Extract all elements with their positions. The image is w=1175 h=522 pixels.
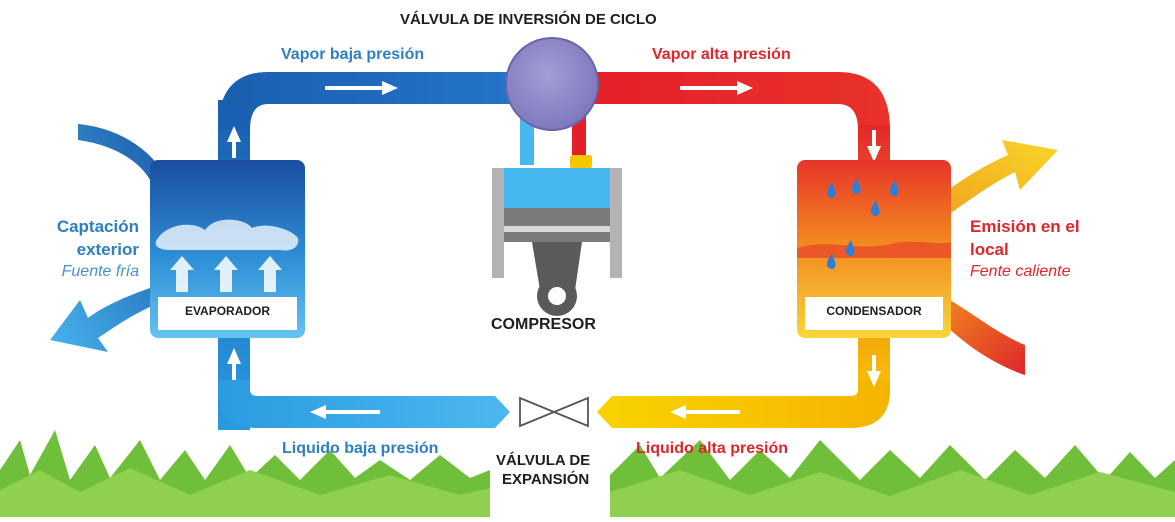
evaporator-label: EVAPORADOR xyxy=(184,304,271,318)
outdoor-intake-arrow xyxy=(50,124,165,352)
high-pressure-liquid-label: Liquido alta presión xyxy=(636,440,789,457)
condenser-unit xyxy=(797,160,951,338)
condenser-label: CONDENSADOR xyxy=(826,304,922,318)
local-emission-line2: local xyxy=(970,240,1009,259)
diagram-title: VÁLVULA DE INVERSIÓN DE CICLO xyxy=(400,11,657,28)
heat-return-arrow xyxy=(940,300,1025,375)
compressor xyxy=(492,95,622,316)
expansion-valve-icon xyxy=(519,396,589,428)
outdoor-capture-line1: Captación xyxy=(56,217,139,236)
hot-source-label: Fente caliente xyxy=(970,263,1071,280)
grass-decoration xyxy=(0,430,1175,517)
reversing-valve xyxy=(505,37,599,131)
low-pressure-liquid-label: Liquido baja presión xyxy=(282,440,439,457)
outdoor-capture-line2: exterior xyxy=(76,240,139,259)
high-pressure-vapor-label: Vapor alta presión xyxy=(652,46,791,63)
flow-arrows xyxy=(227,81,881,419)
compressor-label: COMPRESOR xyxy=(491,316,596,333)
local-emission-line1: Emisión en el xyxy=(970,217,1080,236)
cold-source-label: Fuente fría xyxy=(61,263,139,280)
heat-emission-arrow xyxy=(935,140,1058,215)
evaporator-unit xyxy=(150,160,305,338)
expansion-valve-label-line1: VÁLVULA DE xyxy=(496,452,591,469)
low-pressure-vapor-label: Vapor baja presión xyxy=(281,46,425,63)
expansion-valve-label-line2: EXPANSIÓN xyxy=(502,471,590,488)
